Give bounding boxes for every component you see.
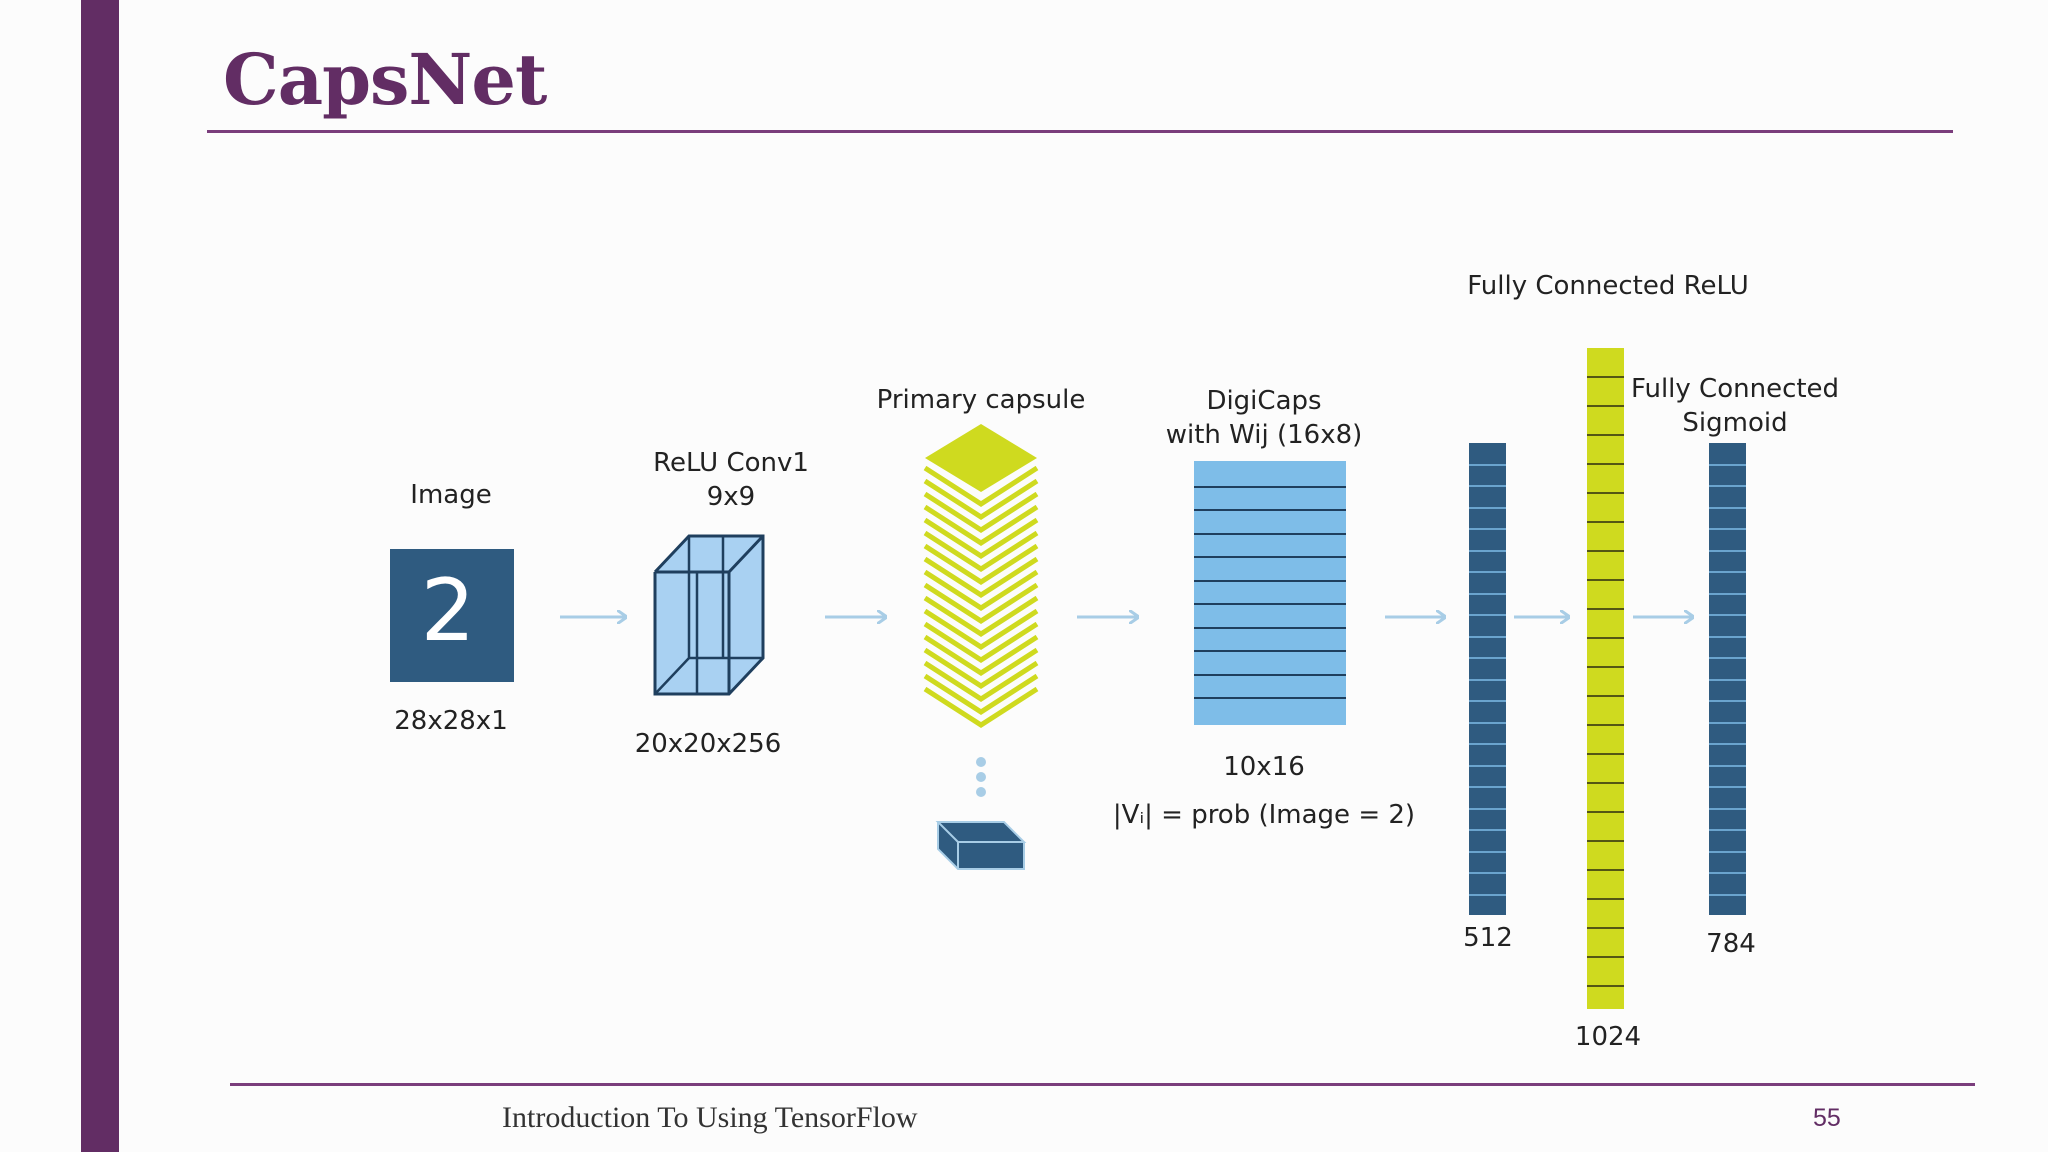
digicaps-matrix (1194, 461, 1346, 725)
fc512-column (1469, 443, 1506, 915)
fc784-column (1709, 443, 1746, 915)
fc1024-size-label: 1024 (1575, 1022, 1641, 1052)
fc1024-column (1587, 348, 1624, 1009)
fc512-size-label: 512 (1463, 923, 1513, 953)
conv1-size-label: 20x20x256 (635, 729, 782, 759)
footer-text: Introduction To Using TensorFlow (502, 1101, 918, 1134)
fc784-size-label: 784 (1706, 929, 1756, 959)
image-size-label: 28x28x1 (394, 706, 507, 736)
conv1-cube (653, 534, 765, 696)
digicaps-label-line1: DigiCaps (1206, 386, 1321, 416)
fc-relu-label: Fully Connected ReLU (1467, 271, 1749, 301)
fc-sigmoid-label-line2: Sigmoid (1682, 408, 1787, 438)
title-divider (207, 130, 1953, 133)
primary-capsule-label: Primary capsule (877, 385, 1086, 415)
slide-title: CapsNet (223, 38, 547, 121)
image-label: Image (410, 480, 491, 510)
fc-sigmoid-label-line1: Fully Connected (1631, 374, 1839, 404)
digicaps-label-line2: with Wij (16x8) (1166, 420, 1363, 450)
conv1-label-line2: 9x9 (707, 482, 755, 512)
ellipsis-dots (976, 757, 986, 797)
probability-formula: |Vᵢ| = prob (Image = 2) (1113, 800, 1415, 830)
input-image-block (390, 549, 514, 682)
input-digit: 2 (421, 561, 476, 661)
page-number: 55 (1813, 1104, 1841, 1132)
footer-divider (230, 1083, 1975, 1086)
digicaps-size-label: 10x16 (1223, 752, 1305, 782)
left-accent-bar (81, 0, 119, 1152)
conv1-label-line1: ReLU Conv1 (653, 448, 809, 478)
primary-capsule-stack (923, 424, 1039, 728)
capsule-small-block (935, 821, 1027, 870)
